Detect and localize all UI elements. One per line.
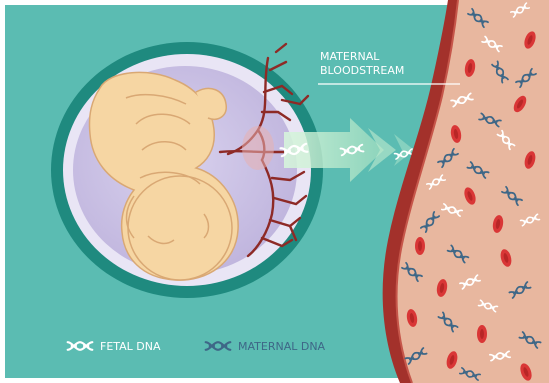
legend-fetal-label: FETAL DNA — [100, 340, 161, 353]
red-blood-cell-icon — [415, 237, 425, 255]
placenta — [242, 126, 274, 170]
legend-maternal-label: MATERNAL DNA — [238, 340, 326, 353]
red-blood-cell-icon — [477, 325, 487, 343]
bloodstream-label-line1: MATERNAL — [320, 50, 380, 63]
bloodstream-label-line2: BLOODSTREAM — [320, 64, 404, 77]
